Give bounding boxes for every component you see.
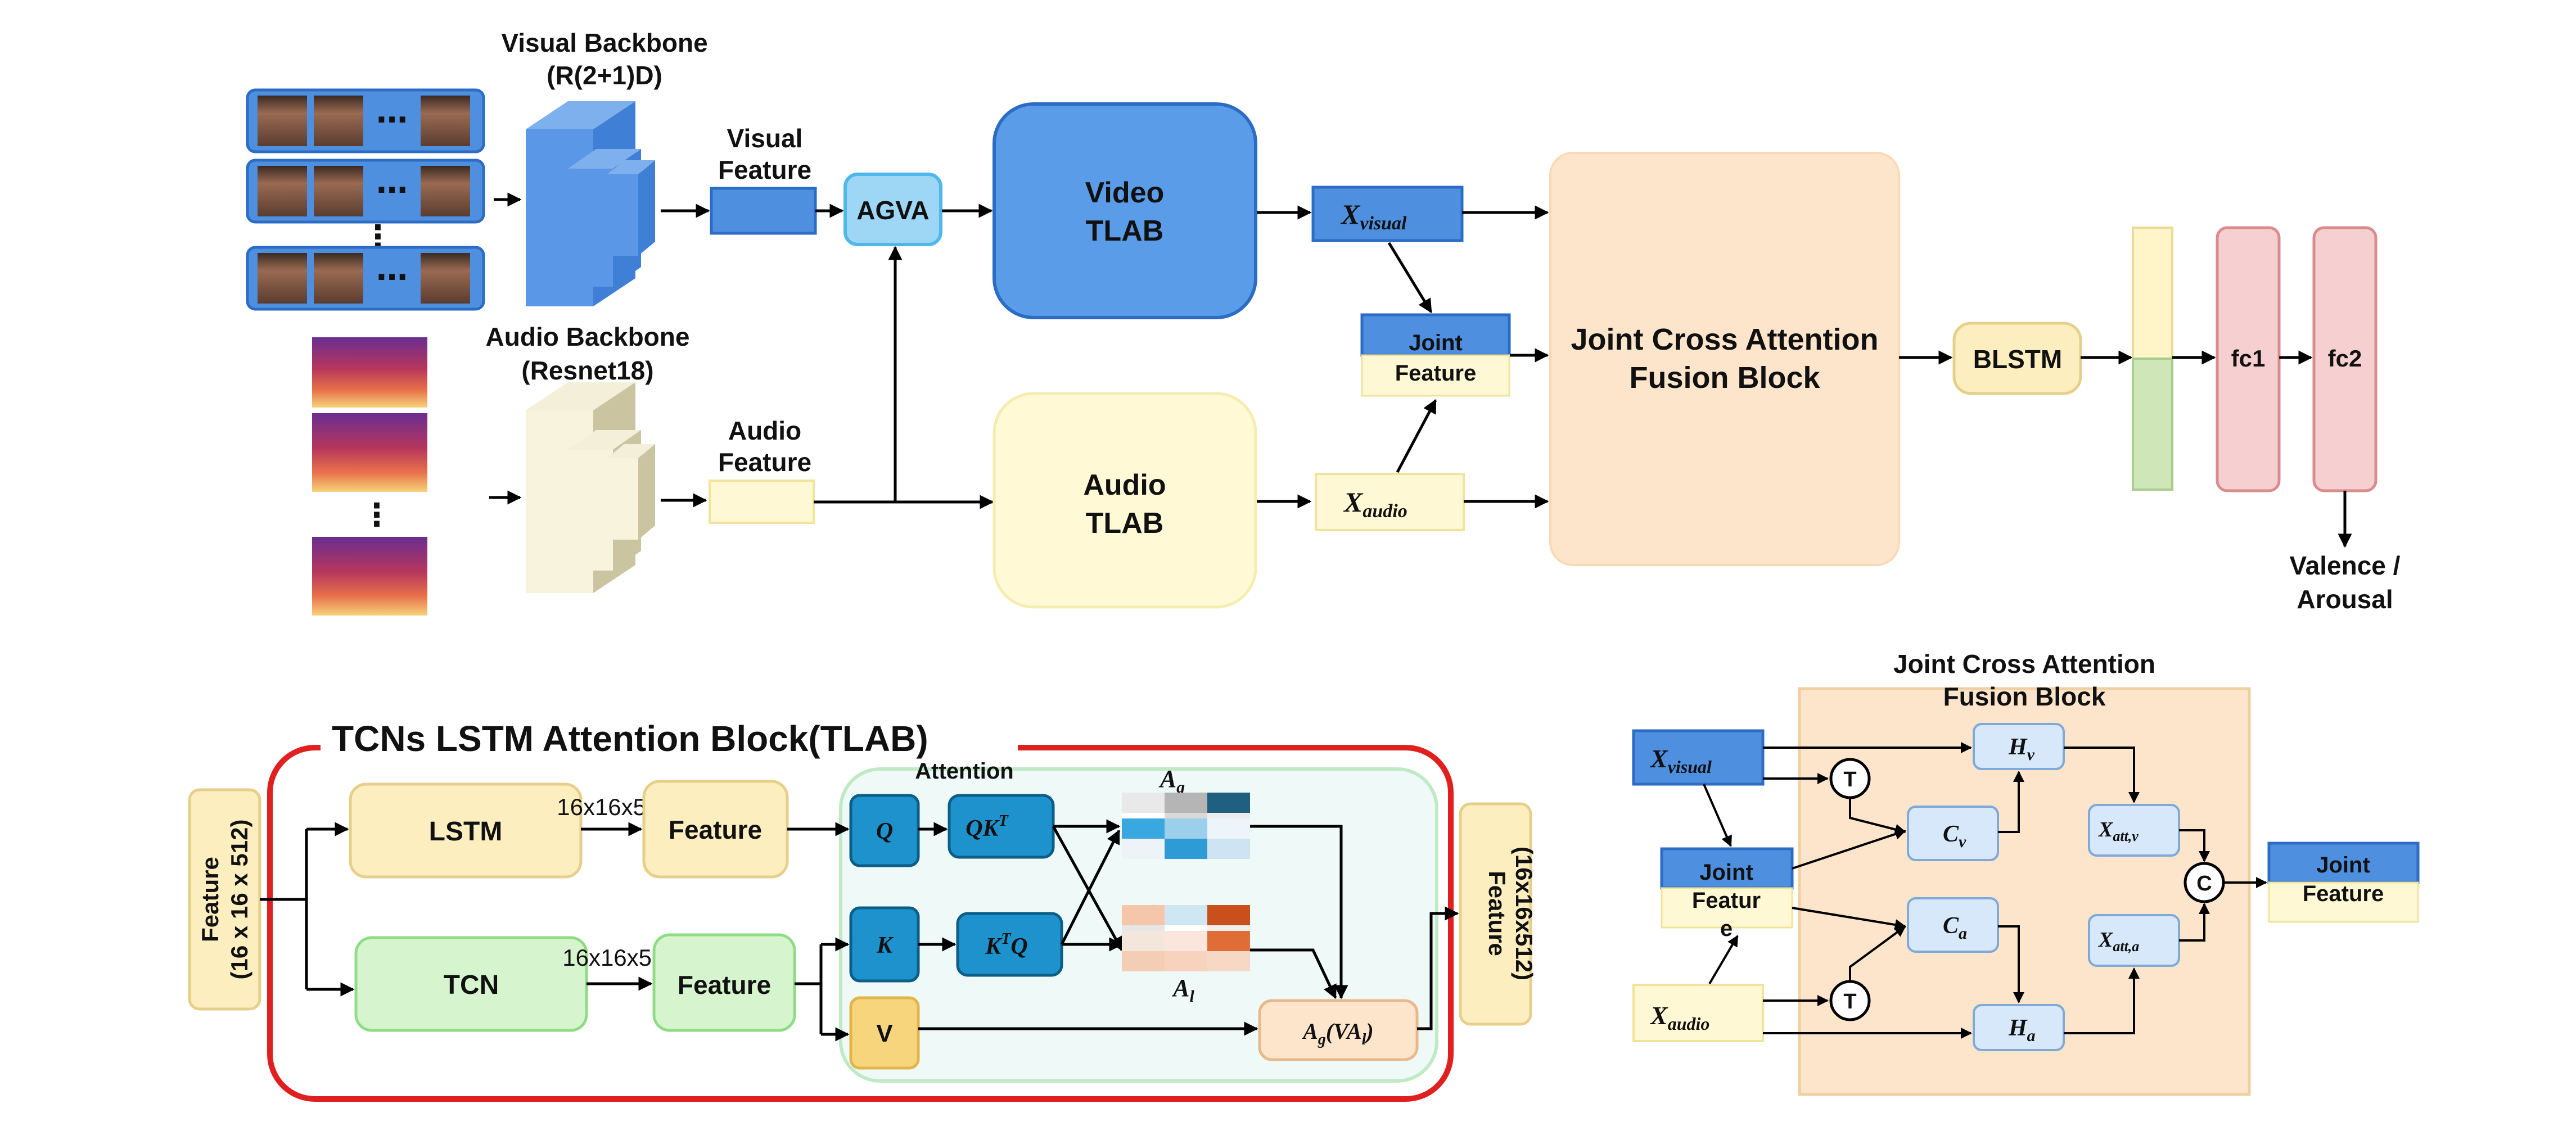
audio-feature-label-2: Feature — [718, 447, 811, 477]
frame-ellipsis: ⋯ — [376, 172, 408, 207]
fc1-block — [2216, 226, 2281, 492]
jca-joint-label: Joint — [1699, 860, 1753, 885]
x-audio-box — [1315, 473, 1465, 531]
joint-label: Joint — [1409, 331, 1463, 355]
tcn-feature-label: Feature — [678, 970, 771, 999]
al-heatmap — [1122, 905, 1250, 971]
output-label-1: Valence / — [2290, 551, 2401, 580]
frame-strip-3: ⋯ — [246, 246, 485, 311]
ha-box — [1973, 1004, 2065, 1051]
visual-feature-box — [710, 187, 817, 235]
visual-feature-label-2: Feature — [718, 155, 811, 184]
jca-x-audio-label: Xaudio — [1649, 1001, 1709, 1034]
tlab-input-label-2: (16 x 16 x 512) — [226, 820, 252, 980]
concat-label: C — [2196, 872, 2212, 895]
v-box — [849, 996, 920, 1070]
cv-box — [1907, 806, 1999, 861]
tlab-title: TCNs LSTM Attention Block(TLAB) — [332, 718, 928, 759]
tlab-title-bg — [321, 722, 1018, 770]
visual-backbone-model: (R(2+1)D) — [547, 61, 662, 90]
tcn-label: TCN — [444, 970, 499, 1000]
agva-label: AGVA — [856, 196, 930, 225]
frame-strip-1: ⋯ — [246, 88, 485, 153]
ca-box — [1907, 897, 1999, 953]
joint-feature-top — [1360, 313, 1511, 357]
tlab-output-box — [1459, 802, 1532, 1026]
visual-backbone-label: Visual Backbone — [501, 28, 707, 57]
audio-tlab-block — [992, 392, 1257, 609]
jca-out-joint-bottom — [2268, 881, 2419, 923]
lstm-label: LSTM — [429, 817, 503, 847]
al-label: Al — [1171, 974, 1194, 1006]
joint-feature-bottom — [1361, 354, 1510, 397]
audio-backbone-label: Audio Backbone — [486, 322, 690, 351]
ca-label: Ca — [1943, 913, 1967, 943]
jca-joint-top — [1660, 847, 1794, 890]
transpose-a-label: T — [1843, 990, 1856, 1014]
jca-title-1: Joint Cross Attention — [1893, 649, 2155, 678]
k-label: K — [876, 933, 894, 958]
x-visual-box — [1311, 186, 1464, 242]
tlab-input-label-1: Feature — [197, 857, 223, 942]
jcafb-label-1: Joint Cross Attention — [1571, 323, 1879, 356]
joint-feature-label: Feature — [1395, 361, 1477, 386]
jca-x-visual-box — [1632, 729, 1765, 786]
out-expr-label: Ag(VAl) — [1301, 1019, 1374, 1048]
visual-backbone-stack — [526, 101, 655, 306]
concat-visual-part — [2132, 227, 2173, 360]
cv-label: Cv — [1943, 821, 1966, 851]
transpose-v-label: T — [1843, 768, 1856, 791]
tlab-output-label-2: (16x16x512) — [1511, 847, 1537, 980]
v-label: V — [876, 1020, 893, 1047]
jca-e-label: e — [1720, 916, 1733, 941]
concat-audio-part — [2132, 358, 2173, 491]
output-label-2: Arousal — [2297, 585, 2393, 614]
q-label: Q — [876, 818, 893, 844]
agva-block — [843, 173, 942, 246]
spec-vdots: ⋮ — [361, 497, 393, 532]
video-tlab-label-2: TLAB — [1086, 215, 1164, 247]
jca-x-visual-label: Xvisual — [1649, 744, 1712, 777]
video-tlab-label-1: Video — [1085, 177, 1165, 209]
audio-feature-box — [709, 479, 815, 524]
frame-ellipsis: ⋯ — [376, 102, 408, 137]
video-frames: ⋯ ⋯ ⋮ ⋯ — [246, 88, 485, 311]
ag-heatmap — [1122, 793, 1250, 859]
tlab-output-label-1: Feature — [1484, 871, 1510, 956]
jca-featur-label: Featur — [1692, 888, 1761, 913]
jca-x-audio-box — [1632, 984, 1764, 1042]
x-visual-label: Xvisual — [1340, 198, 1407, 234]
frame-ellipsis: ⋯ — [376, 259, 408, 295]
lstm-feature-label: Feature — [669, 815, 762, 844]
attention-label: Attention — [915, 759, 1014, 784]
ha-label: Ha — [2008, 1015, 2036, 1045]
frame-strip-2: ⋯ — [246, 159, 485, 224]
xattv-label: Xatt,v — [2098, 818, 2139, 844]
jcafb-label-2: Fusion Block — [1629, 361, 1820, 395]
audio-spectrograms: ⋮ — [312, 337, 427, 616]
audio-tlab-label-1: Audio — [1083, 469, 1166, 501]
audio-tlab-label-2: TLAB — [1086, 507, 1164, 540]
jca-title-2: Fusion Block — [1943, 682, 2106, 711]
jca-out-joint-label: Joint — [2316, 853, 2370, 877]
fc2-label: fc2 — [2328, 345, 2362, 372]
x-audio-label: Xaudio — [1343, 486, 1407, 522]
fc1-label: fc1 — [2231, 345, 2266, 372]
audio-backbone-model: (Resnet18) — [521, 356, 653, 385]
blstm-label: BLSTM — [1973, 345, 2062, 374]
qkt-label: QKT — [966, 812, 1009, 842]
ktq-label: KTQ — [985, 930, 1027, 960]
jca-out-feature-label: Feature — [2303, 881, 2384, 906]
audio-backbone-stack — [526, 382, 655, 593]
xatta-label: Xatt,a — [2098, 928, 2139, 954]
video-tlab-block — [992, 102, 1257, 319]
visual-feature-label-1: Visual — [727, 124, 803, 153]
hv-label: Hv — [2008, 734, 2035, 764]
jcafb-block — [1549, 152, 1900, 566]
audio-feature-label-1: Audio — [728, 416, 801, 445]
ag-label: Ag — [1158, 765, 1185, 797]
